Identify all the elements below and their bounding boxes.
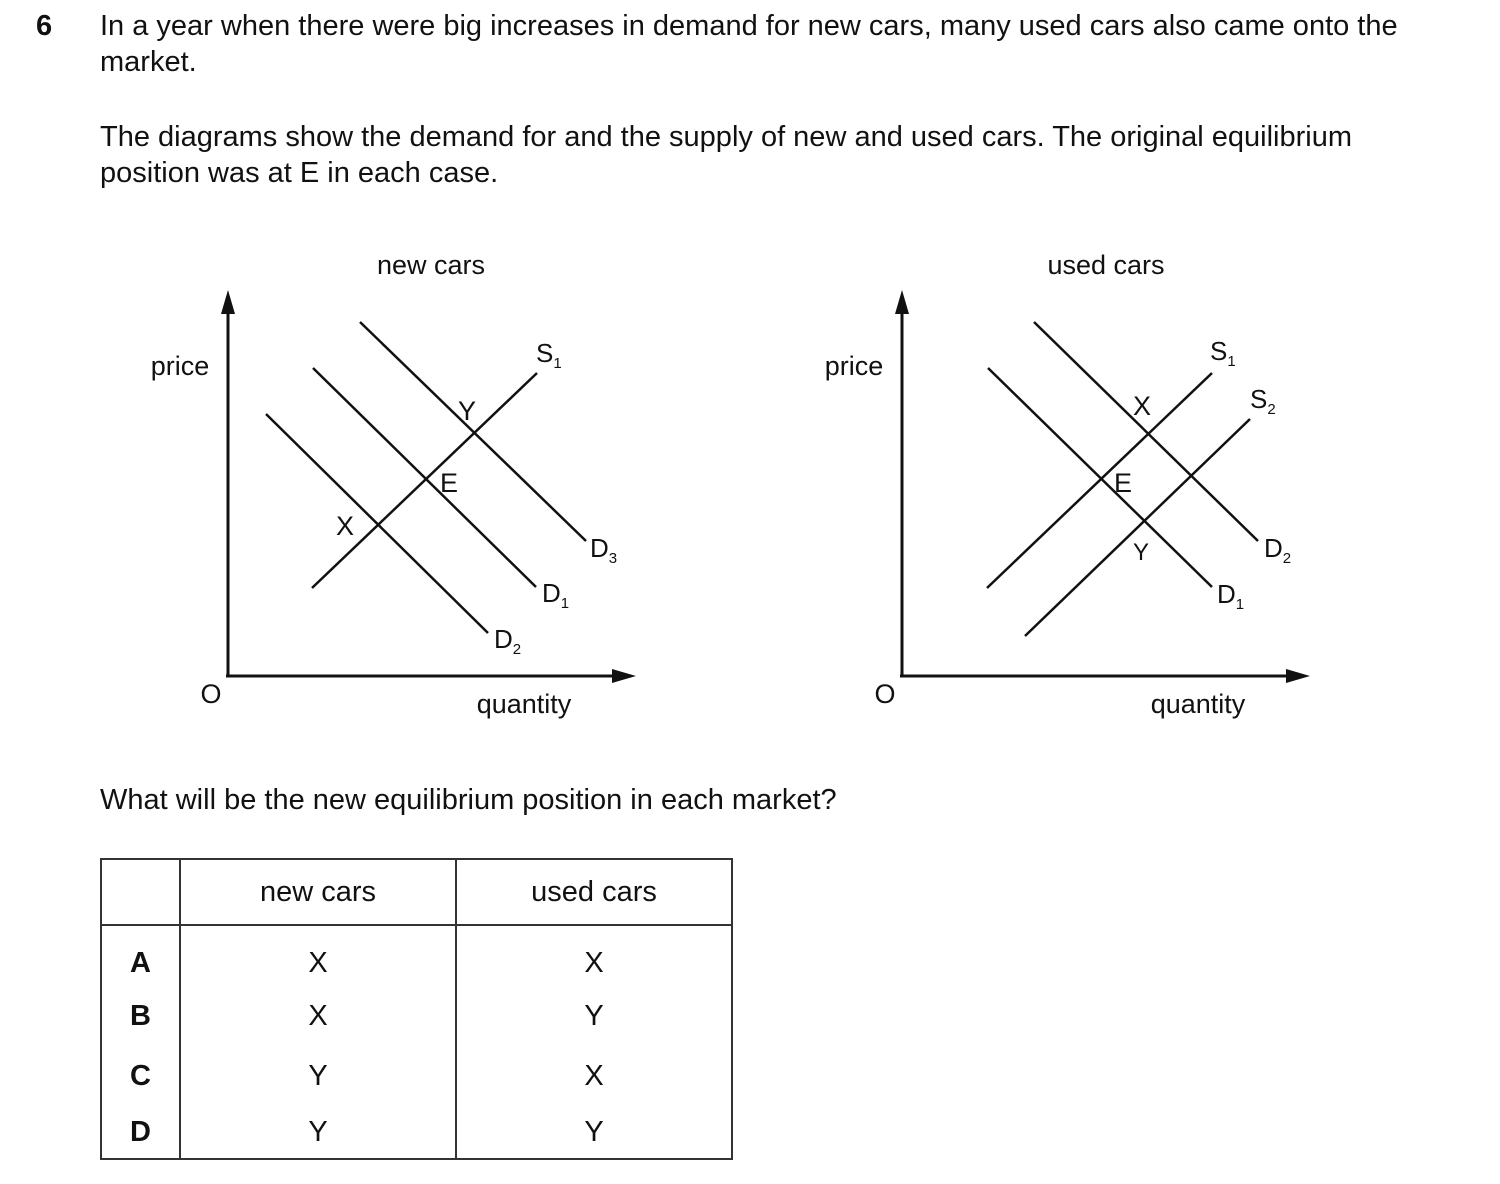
used-cars-y-axis-arrow (895, 290, 909, 314)
new-cars-s1-label: S1 (536, 338, 562, 372)
new-cars-title: new cars (377, 250, 485, 280)
used-cars-s1-label: S1 (1210, 336, 1236, 370)
option-new-cars: X (179, 925, 457, 986)
answer-options-table: new cars used cars A X X B X Y C Y X D Y… (100, 858, 733, 1160)
option-used-cars: Y (455, 986, 733, 1046)
table-header-cell: used cars (455, 859, 733, 926)
option-letter: B (100, 986, 181, 1046)
option-letter: C (100, 1046, 181, 1106)
new-cars-s1-curve (311, 372, 538, 589)
new-cars-origin-label: O (200, 679, 221, 709)
supply-demand-diagrams: new cars price O quantity S1 D1 D2 D3 E … (151, 250, 1310, 719)
used-cars-s1-curve (986, 372, 1213, 589)
new-cars-point-e: E (440, 468, 458, 498)
new-cars-d1-label: D1 (542, 578, 569, 612)
table-header-cell (100, 859, 181, 926)
used-cars-x-axis-arrow (1286, 669, 1310, 683)
question-intro: In a year when there were big increases … (100, 10, 1398, 78)
question-number: 6 (36, 10, 53, 42)
table-row: B X Y (100, 986, 733, 1046)
new-cars-point-y: Y (458, 396, 476, 426)
used-cars-s2-curve (1024, 418, 1251, 637)
table-row: D Y Y (100, 1106, 733, 1159)
new-cars-d3-label: D3 (590, 533, 617, 567)
new-cars-quantity-label: quantity (477, 689, 572, 719)
option-used-cars: X (455, 925, 733, 986)
used-cars-d1-label: D1 (1217, 579, 1244, 613)
used-cars-diagram: used cars price O quantity S1 S2 D1 D2 E… (825, 250, 1310, 719)
new-cars-point-x: X (336, 511, 354, 541)
option-used-cars: X (455, 1046, 733, 1106)
option-new-cars: X (179, 986, 457, 1046)
used-cars-d1-curve (987, 367, 1213, 588)
table-header-row: new cars used cars (100, 859, 733, 926)
new-cars-d2-curve (265, 413, 489, 634)
used-cars-d2-curve (1033, 321, 1259, 542)
option-used-cars: Y (455, 1106, 733, 1159)
option-letter: A (100, 925, 181, 986)
option-new-cars: Y (179, 1106, 457, 1159)
used-cars-origin-label: O (874, 679, 895, 709)
used-cars-point-x: X (1133, 391, 1151, 421)
option-letter: D (100, 1106, 181, 1159)
question-description: The diagrams show the demand for and the… (100, 121, 1353, 189)
used-cars-s2-label: S2 (1250, 384, 1276, 418)
table-header-cell: new cars (179, 859, 457, 926)
used-cars-price-label: price (825, 351, 884, 381)
table-row: A X X (100, 925, 733, 986)
new-cars-d2-label: D2 (494, 624, 521, 658)
new-cars-d3-curve (359, 321, 587, 542)
used-cars-d2-label: D2 (1264, 533, 1291, 567)
new-cars-diagram: new cars price O quantity S1 D1 D2 D3 E … (151, 250, 636, 719)
new-cars-d1-curve (312, 367, 537, 588)
table-row: C Y X (100, 1046, 733, 1106)
new-cars-x-axis-arrow (612, 669, 636, 683)
question-prompt: What will be the new equilibrium positio… (100, 784, 837, 816)
option-new-cars: Y (179, 1046, 457, 1106)
used-cars-title: used cars (1047, 250, 1164, 280)
used-cars-point-y: Y (1133, 539, 1149, 566)
new-cars-y-axis-arrow (221, 290, 235, 314)
used-cars-point-e: E (1114, 468, 1132, 498)
new-cars-price-label: price (151, 351, 210, 381)
used-cars-quantity-label: quantity (1151, 689, 1246, 719)
